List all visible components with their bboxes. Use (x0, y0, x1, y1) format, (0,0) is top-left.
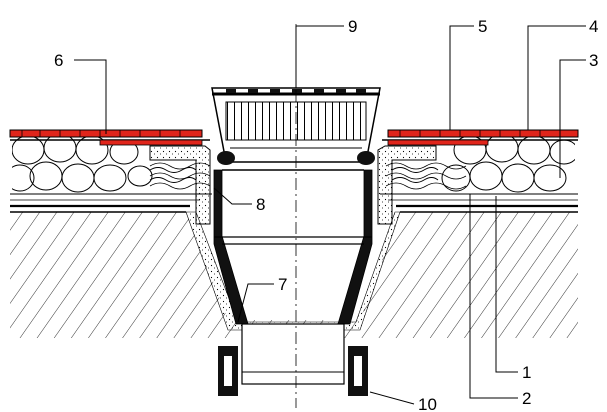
leader-lines (74, 25, 586, 405)
leader-7 (237, 283, 274, 323)
leader-6 (74, 59, 107, 134)
callout-3: 3 (589, 51, 598, 70)
leader-8 (213, 187, 252, 205)
concrete-slab (10, 211, 578, 338)
leader-5 (449, 25, 474, 130)
drain-body (213, 169, 373, 385)
callout-4: 4 (589, 17, 598, 36)
callout-1: 1 (522, 363, 531, 382)
callout-5: 5 (478, 17, 487, 36)
callout-7: 7 (278, 275, 287, 294)
leader-2 (469, 194, 518, 399)
callout-labels: 1 2 3 4 5 6 7 8 9 10 (54, 17, 598, 412)
callout-6: 6 (54, 51, 63, 70)
leader-1 (495, 196, 518, 373)
drain-flange (149, 145, 439, 225)
callout-2: 2 (522, 389, 531, 408)
leader-4 (527, 25, 586, 130)
callout-9: 9 (348, 17, 357, 36)
callout-10: 10 (418, 395, 437, 412)
leader-10 (369, 391, 415, 405)
leader-3 (559, 59, 586, 178)
leader-9 (295, 25, 344, 88)
sealing-ring (218, 346, 368, 396)
vapour-barrier (10, 199, 578, 208)
callout-8: 8 (256, 195, 265, 214)
